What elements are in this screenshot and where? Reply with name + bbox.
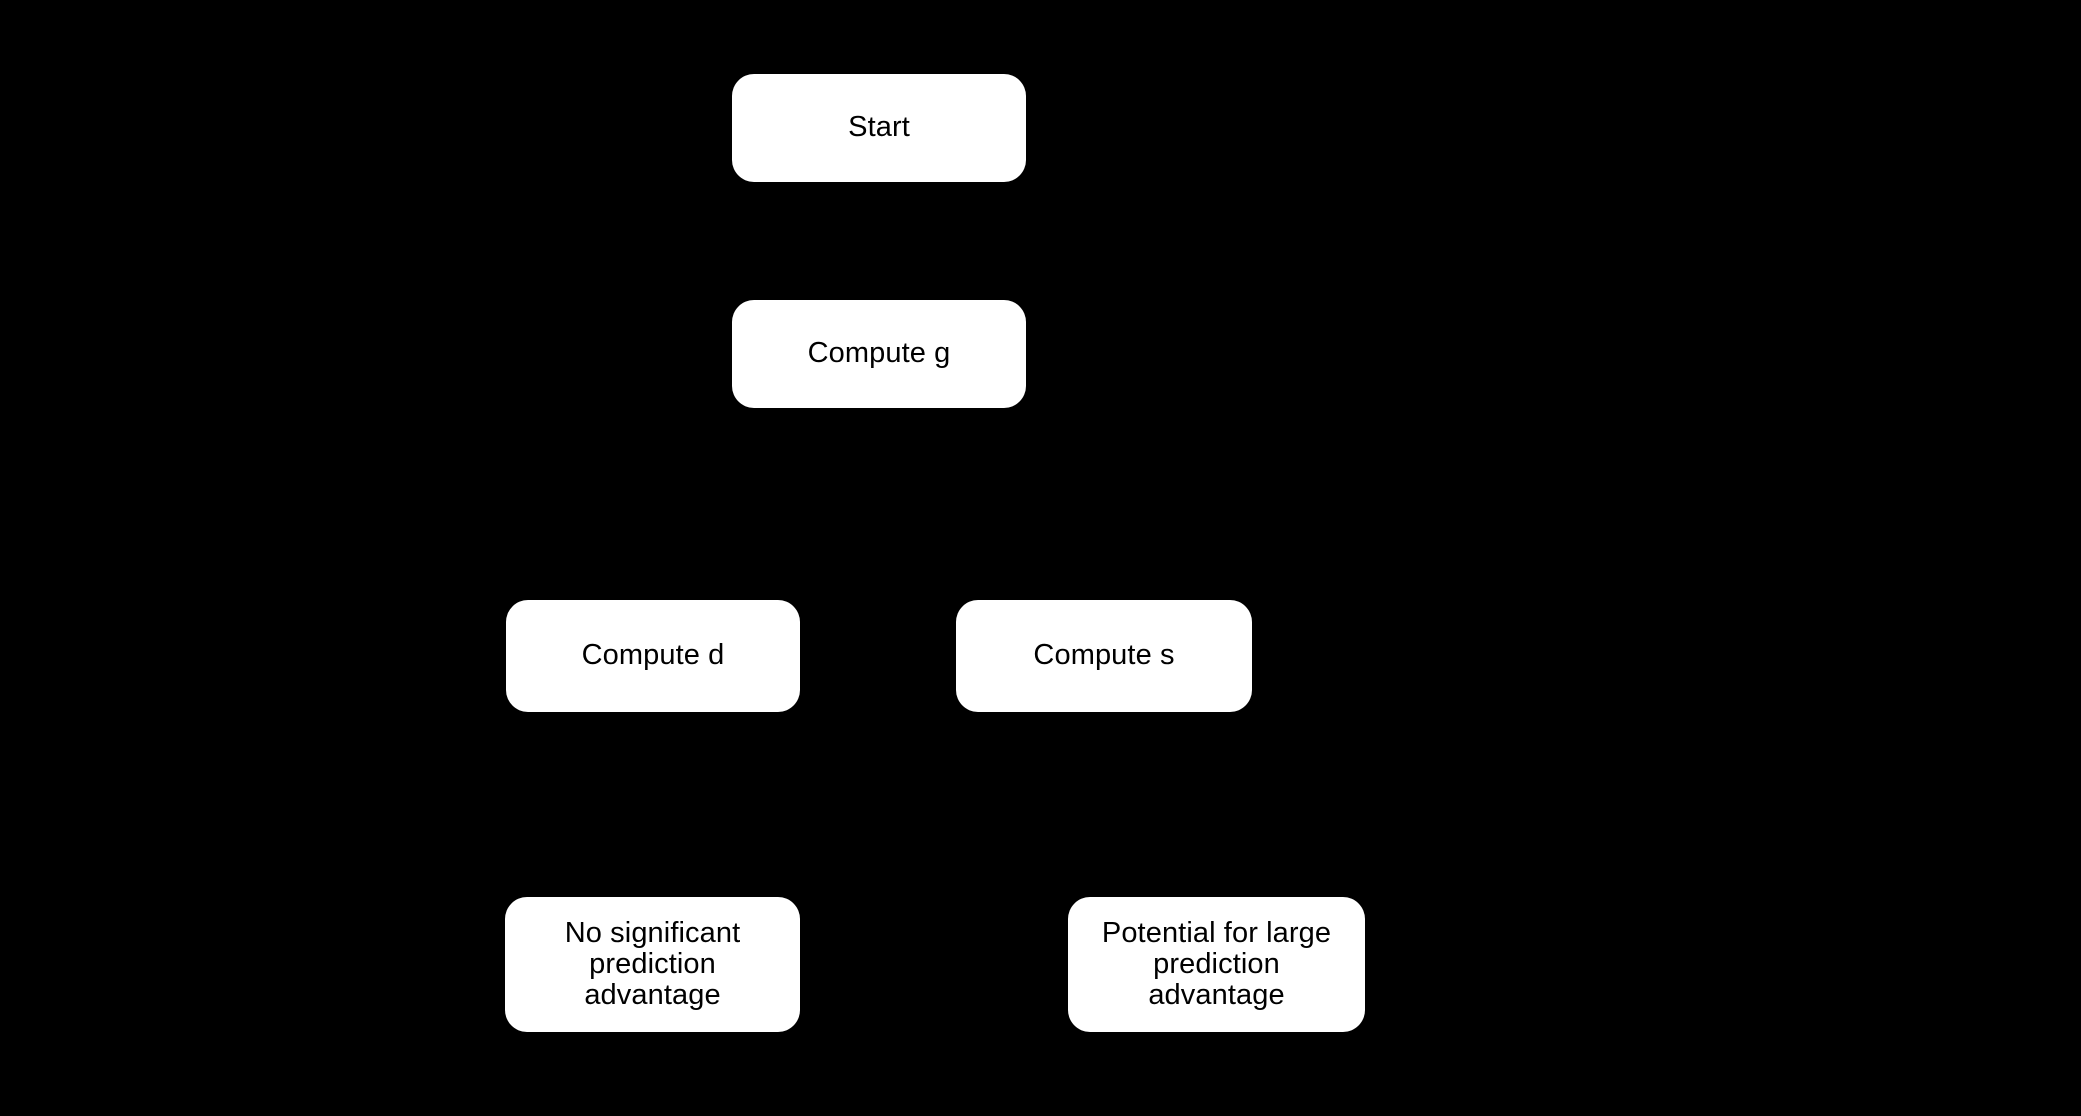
edge-compute-s-to-large-advantage — [1102, 712, 1228, 898]
flow-node-compute-g-label: Compute g — [807, 337, 951, 370]
edge-compute-g-to-compute-s — [877, 408, 1116, 601]
flow-node-start[interactable]: Start — [732, 74, 1026, 182]
flow-node-compute-s-label: Compute s — [1033, 639, 1175, 672]
flow-node-compute-s[interactable]: Compute s — [956, 600, 1252, 712]
flow-node-compute-d[interactable]: Compute d — [506, 600, 800, 712]
edge-compute-g-to-compute-d — [641, 408, 881, 601]
flow-node-no-advantage-label: No significant prediction advantage — [564, 916, 741, 1011]
flow-node-potential-for-large-prediction-advantage[interactable]: Potential for large prediction advantage — [1068, 897, 1365, 1032]
flow-node-compute-d-label: Compute d — [581, 639, 725, 672]
flow-node-large-advantage-label: Potential for large prediction advantage — [1101, 916, 1332, 1011]
flow-node-no-significant-prediction-advantage[interactable]: No significant prediction advantage — [505, 897, 800, 1032]
flow-node-start-label: Start — [848, 111, 910, 144]
flow-node-compute-g[interactable]: Compute g — [732, 300, 1026, 408]
